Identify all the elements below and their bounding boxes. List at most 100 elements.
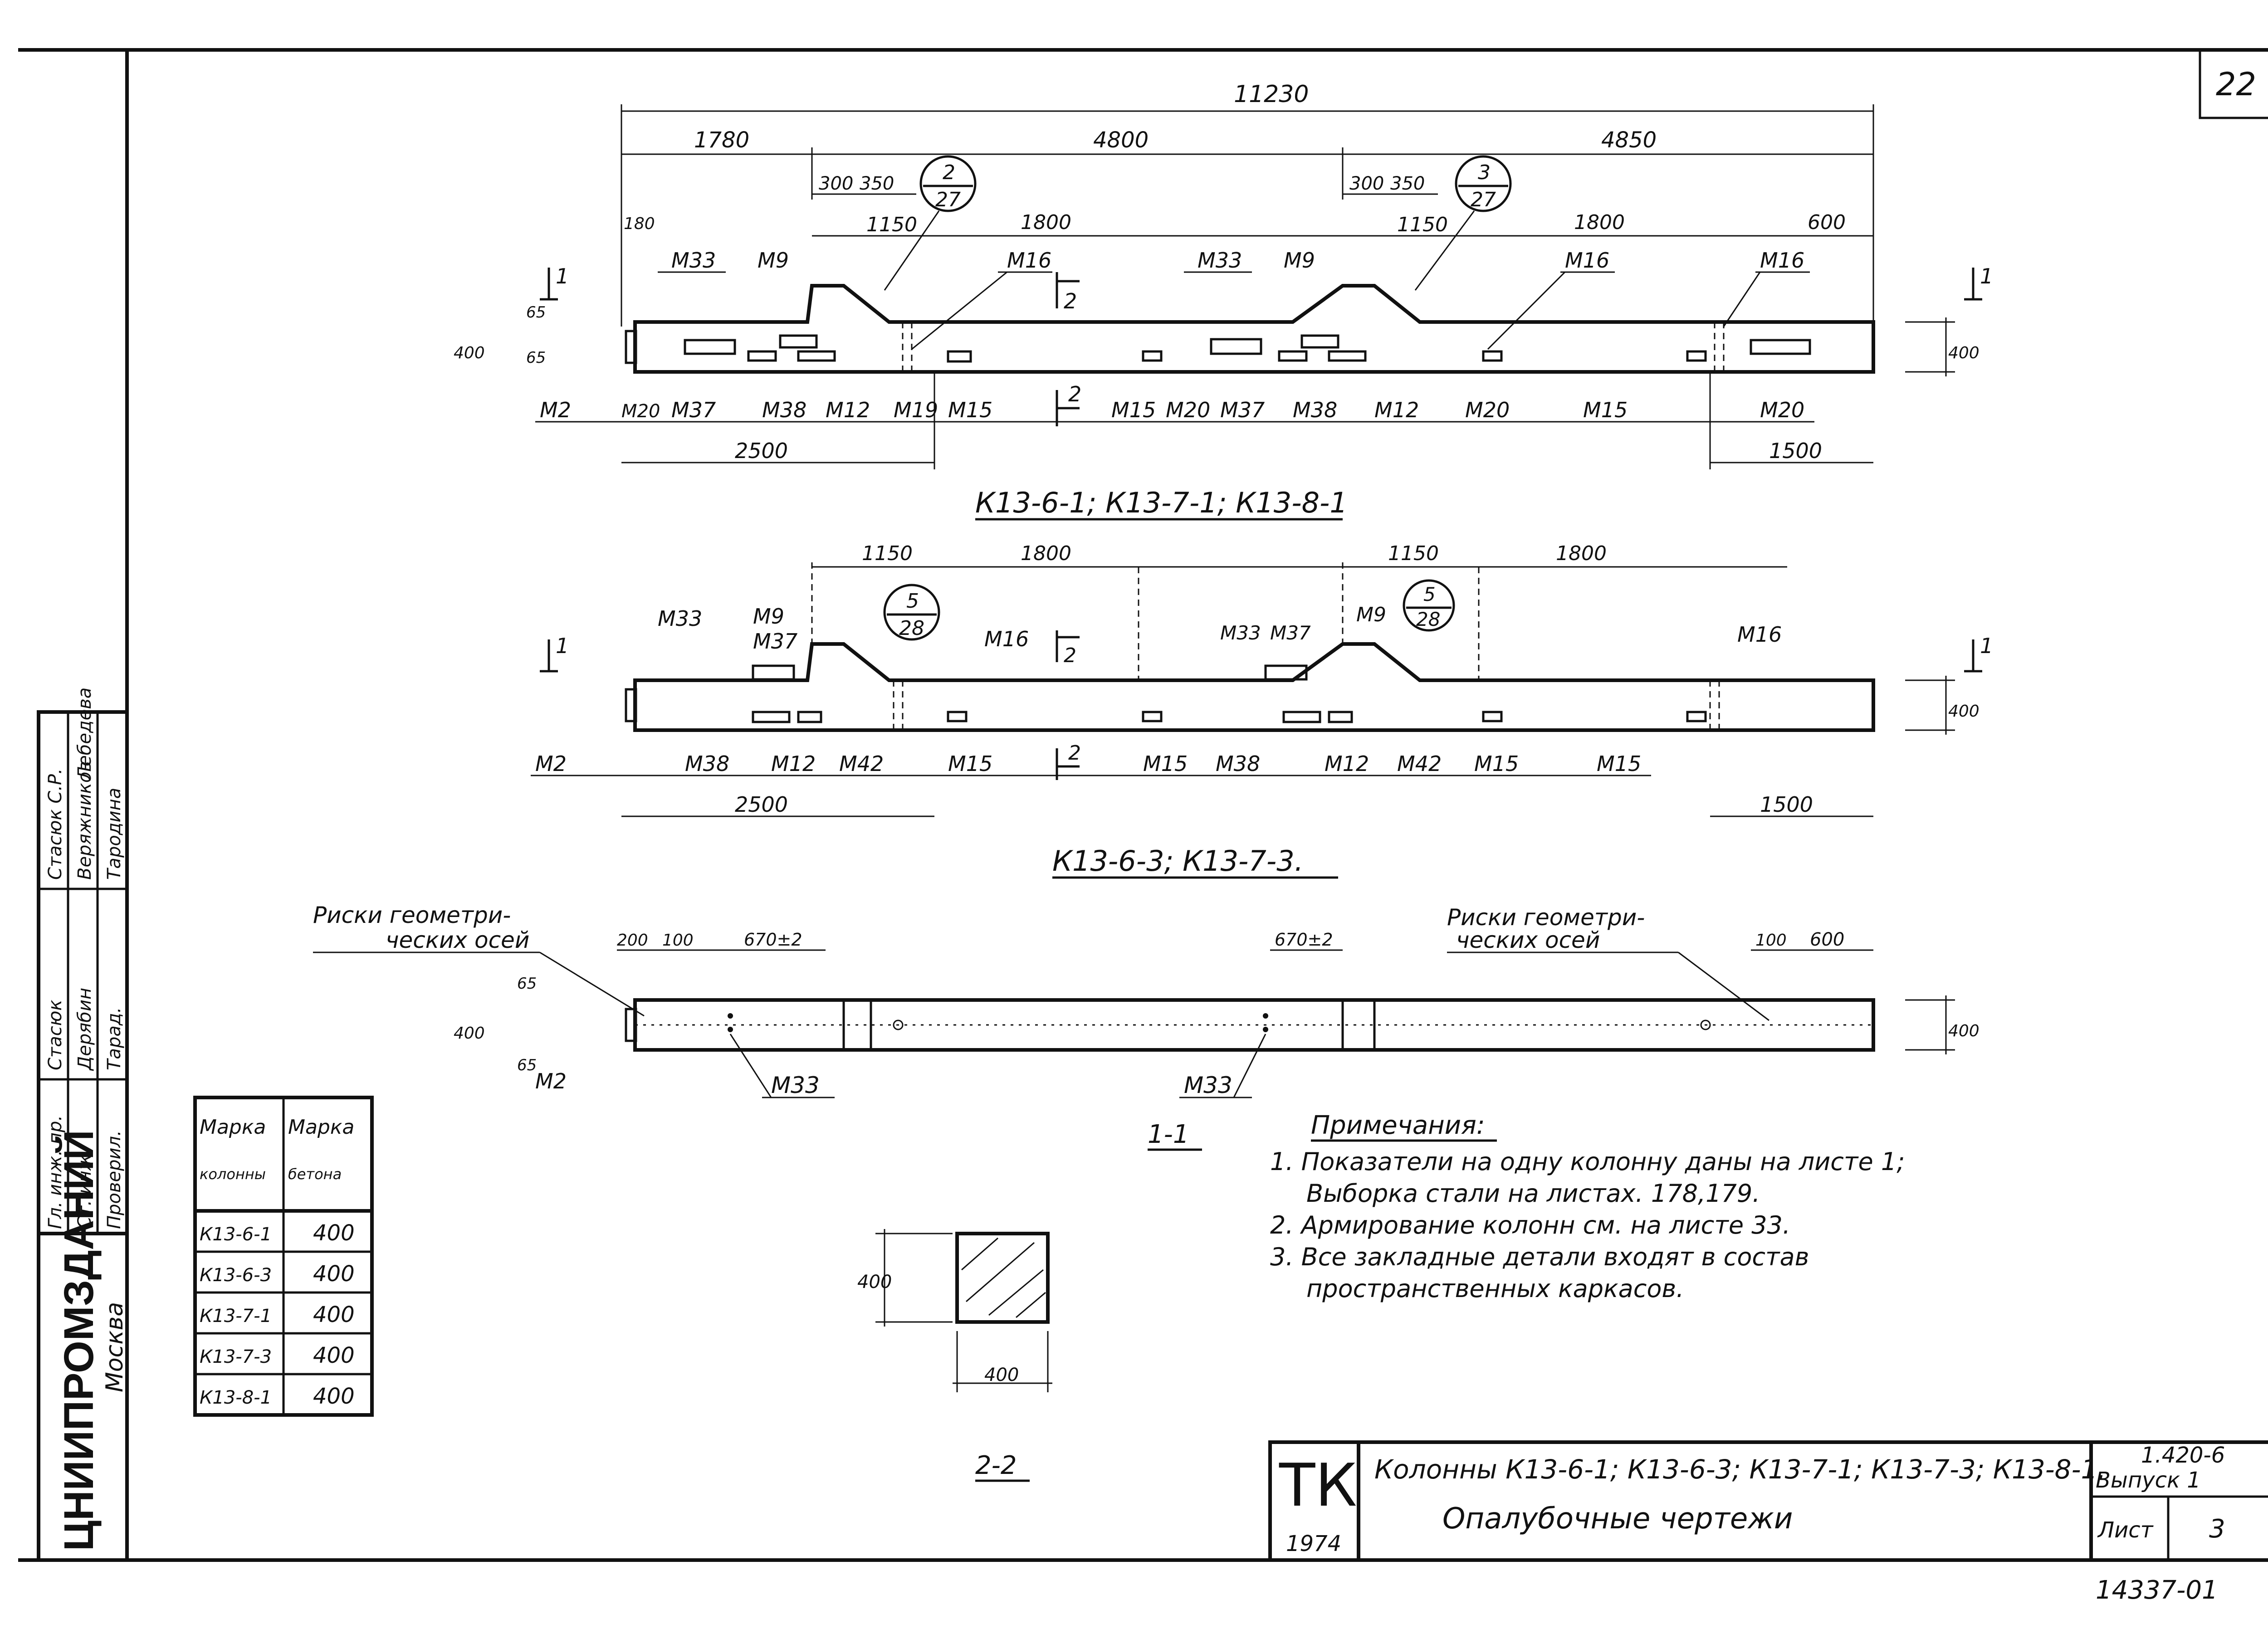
label-m19-a: М19 xyxy=(894,398,938,422)
callout-5-28-a xyxy=(883,584,940,641)
view3-section: Риски геометри- ческих осей Риски геомет… xyxy=(313,902,1980,1151)
table-r5-c1: К13-8-1 xyxy=(200,1387,272,1408)
column-side-view xyxy=(633,998,1875,1052)
doc-number: 14337-01 xyxy=(2096,1575,2218,1605)
note-line-1: 1. Показатели на одну колонну даны на ли… xyxy=(1270,1147,1905,1176)
org-city: Москва xyxy=(101,1302,128,1392)
label-m9-a: М9 xyxy=(758,248,789,273)
v2-label-m38-a: М38 xyxy=(685,751,729,776)
page-number: 22 xyxy=(2216,66,2256,103)
dim-2500-a: 2500 xyxy=(735,439,788,463)
v3-label-m33-b: М33 xyxy=(1184,1072,1232,1098)
v2-cut-2-bottom: 2 xyxy=(1068,741,1081,765)
label-m12-b: М12 xyxy=(1374,398,1419,422)
v2-label-m33-b: М33 xyxy=(1220,622,1261,644)
tb-issue: Выпуск 1 xyxy=(2096,1468,2201,1493)
v2-label-m15-a: М15 xyxy=(948,751,992,776)
table-r4-c2: 400 xyxy=(313,1343,355,1368)
cut-2-bottom: 2 xyxy=(1068,382,1081,406)
v3-label-m2: М2 xyxy=(535,1069,567,1093)
v2-label-m38-b: М38 xyxy=(1216,751,1260,776)
v2-dim-400: 400 xyxy=(1948,702,1980,721)
staff-role-4: Проверил. xyxy=(104,1130,125,1229)
table-r3-c1: К13-7-1 xyxy=(200,1306,272,1327)
label-m33-a: М33 xyxy=(671,248,716,273)
table-r2-c1: К13-6-3 xyxy=(200,1265,272,1286)
table-r3-c2: 400 xyxy=(313,1302,355,1327)
note-line-3: 2. Армирование колонн см. на листе 33. xyxy=(1270,1211,1790,1239)
staff-role-1: Гл. инж. пр. xyxy=(45,1115,66,1229)
staff-surname-4: Тародина xyxy=(104,788,125,880)
v2-label-m42-a: М42 xyxy=(839,751,884,776)
view1-column: 11230 1780 4800 4850 300 350 300 350 2 2… xyxy=(454,81,1993,521)
dim-65-a: 65 xyxy=(526,303,546,322)
dim-300-b: 300 xyxy=(1349,173,1384,194)
staff-name-4: Тарад. xyxy=(104,1007,125,1070)
table-h2-b: бетона xyxy=(288,1166,342,1183)
axes-label-right-1: Риски геометри- xyxy=(1447,904,1645,931)
v2-cut-1-left: 1 xyxy=(556,634,569,658)
tk-logo: ТК xyxy=(1279,1451,1357,1520)
callout-5-28-b xyxy=(1403,579,1455,632)
v2-label-m16-b: М16 xyxy=(1737,622,1782,647)
v2-label-m12-a: М12 xyxy=(771,751,816,776)
axes-label-right-2: ческих осей xyxy=(1456,927,1600,953)
dim-1780: 1780 xyxy=(694,127,749,153)
callout-5a-den: 28 xyxy=(899,617,924,640)
section-2-2: 400 400 2-2 xyxy=(857,1229,1052,1482)
column-outline xyxy=(633,284,1875,374)
table-r1-c2: 400 xyxy=(313,1220,355,1246)
table-h2-a: колонны xyxy=(200,1166,266,1183)
tb-subtitle: Опалубочные чертежи xyxy=(1442,1502,1793,1536)
v2-dim-1150-b: 1150 xyxy=(1388,542,1439,565)
v2-label-m16-a: М16 xyxy=(984,627,1029,651)
dim-300-a: 300 xyxy=(819,173,853,194)
staff-surname-3: Лебедева xyxy=(74,688,95,781)
v2-label-m9-b: М9 xyxy=(1356,603,1386,626)
label-m20-c: М20 xyxy=(1465,398,1510,422)
view3-title: 1-1 xyxy=(1148,1120,1189,1149)
cut-1-left: 1 xyxy=(556,264,569,288)
callout-5b-num: 5 xyxy=(1423,583,1436,605)
label-m15-b: М15 xyxy=(1111,398,1156,422)
dim-1800-a: 1800 xyxy=(1021,211,1071,234)
table-r1-c1: К13-6-1 xyxy=(200,1224,272,1245)
section-square xyxy=(955,1232,1050,1324)
note-line-2: Выборка стали на листах. 178,179. xyxy=(1306,1179,1760,1208)
callout-2-den: 27 xyxy=(935,188,961,211)
note-line-4: 3. Все закладные детали входят в состав xyxy=(1270,1243,1809,1271)
label-m16-c: М16 xyxy=(1760,248,1804,273)
dim-400-left: 400 xyxy=(454,344,485,362)
dim-1150-a: 1150 xyxy=(866,213,917,236)
table-r2-c2: 400 xyxy=(313,1261,355,1287)
v3-dim-100-a: 100 xyxy=(662,931,694,950)
notes-block: Примечания: 1. Показатели на одну колонн… xyxy=(1270,1111,1905,1303)
v3-dim-670-a: 670±2 xyxy=(744,930,802,950)
v2-cut-2-top: 2 xyxy=(1064,644,1076,667)
dim-350-b: 350 xyxy=(1390,173,1425,194)
callout-5a-num: 5 xyxy=(906,590,919,613)
tb-sheet-label: Лист xyxy=(2097,1517,2154,1543)
v2-label-m37-a: М37 xyxy=(753,629,797,654)
staff-strip: Гл. инж. пр. Ст. инж. Проверил. Стасюк Д… xyxy=(37,688,129,1562)
v2-dim-1500: 1500 xyxy=(1760,792,1813,817)
v2-label-m9-a: М9 xyxy=(753,604,784,629)
dim-180: 180 xyxy=(624,215,655,233)
label-m38-a: М38 xyxy=(762,398,807,422)
concrete-table: Марка Марка колонны бетона К13-6-1 400 К… xyxy=(193,1096,374,1417)
v2-label-m2: М2 xyxy=(535,751,567,776)
dim-4800: 4800 xyxy=(1093,127,1149,153)
v2-label-m12-b: М12 xyxy=(1325,751,1369,776)
v2-label-m42-b: М42 xyxy=(1397,751,1442,776)
cut-1-right: 1 xyxy=(1980,264,1993,288)
s22-dim-bottom: 400 xyxy=(984,1365,1019,1385)
v3-dim-65-a: 65 xyxy=(517,975,537,993)
v3-label-m33-a: М33 xyxy=(771,1072,820,1098)
v2-label-m33-a: М33 xyxy=(658,606,702,631)
axes-label-left-1: Риски геометри- xyxy=(313,902,511,928)
staff-surname-1: Стасюк С.Р. xyxy=(45,768,66,880)
callout-2-27 xyxy=(919,155,977,212)
dim-4850: 4850 xyxy=(1601,127,1657,153)
page-number-box xyxy=(2199,49,2268,119)
table-h1-b: Марка xyxy=(288,1116,354,1139)
